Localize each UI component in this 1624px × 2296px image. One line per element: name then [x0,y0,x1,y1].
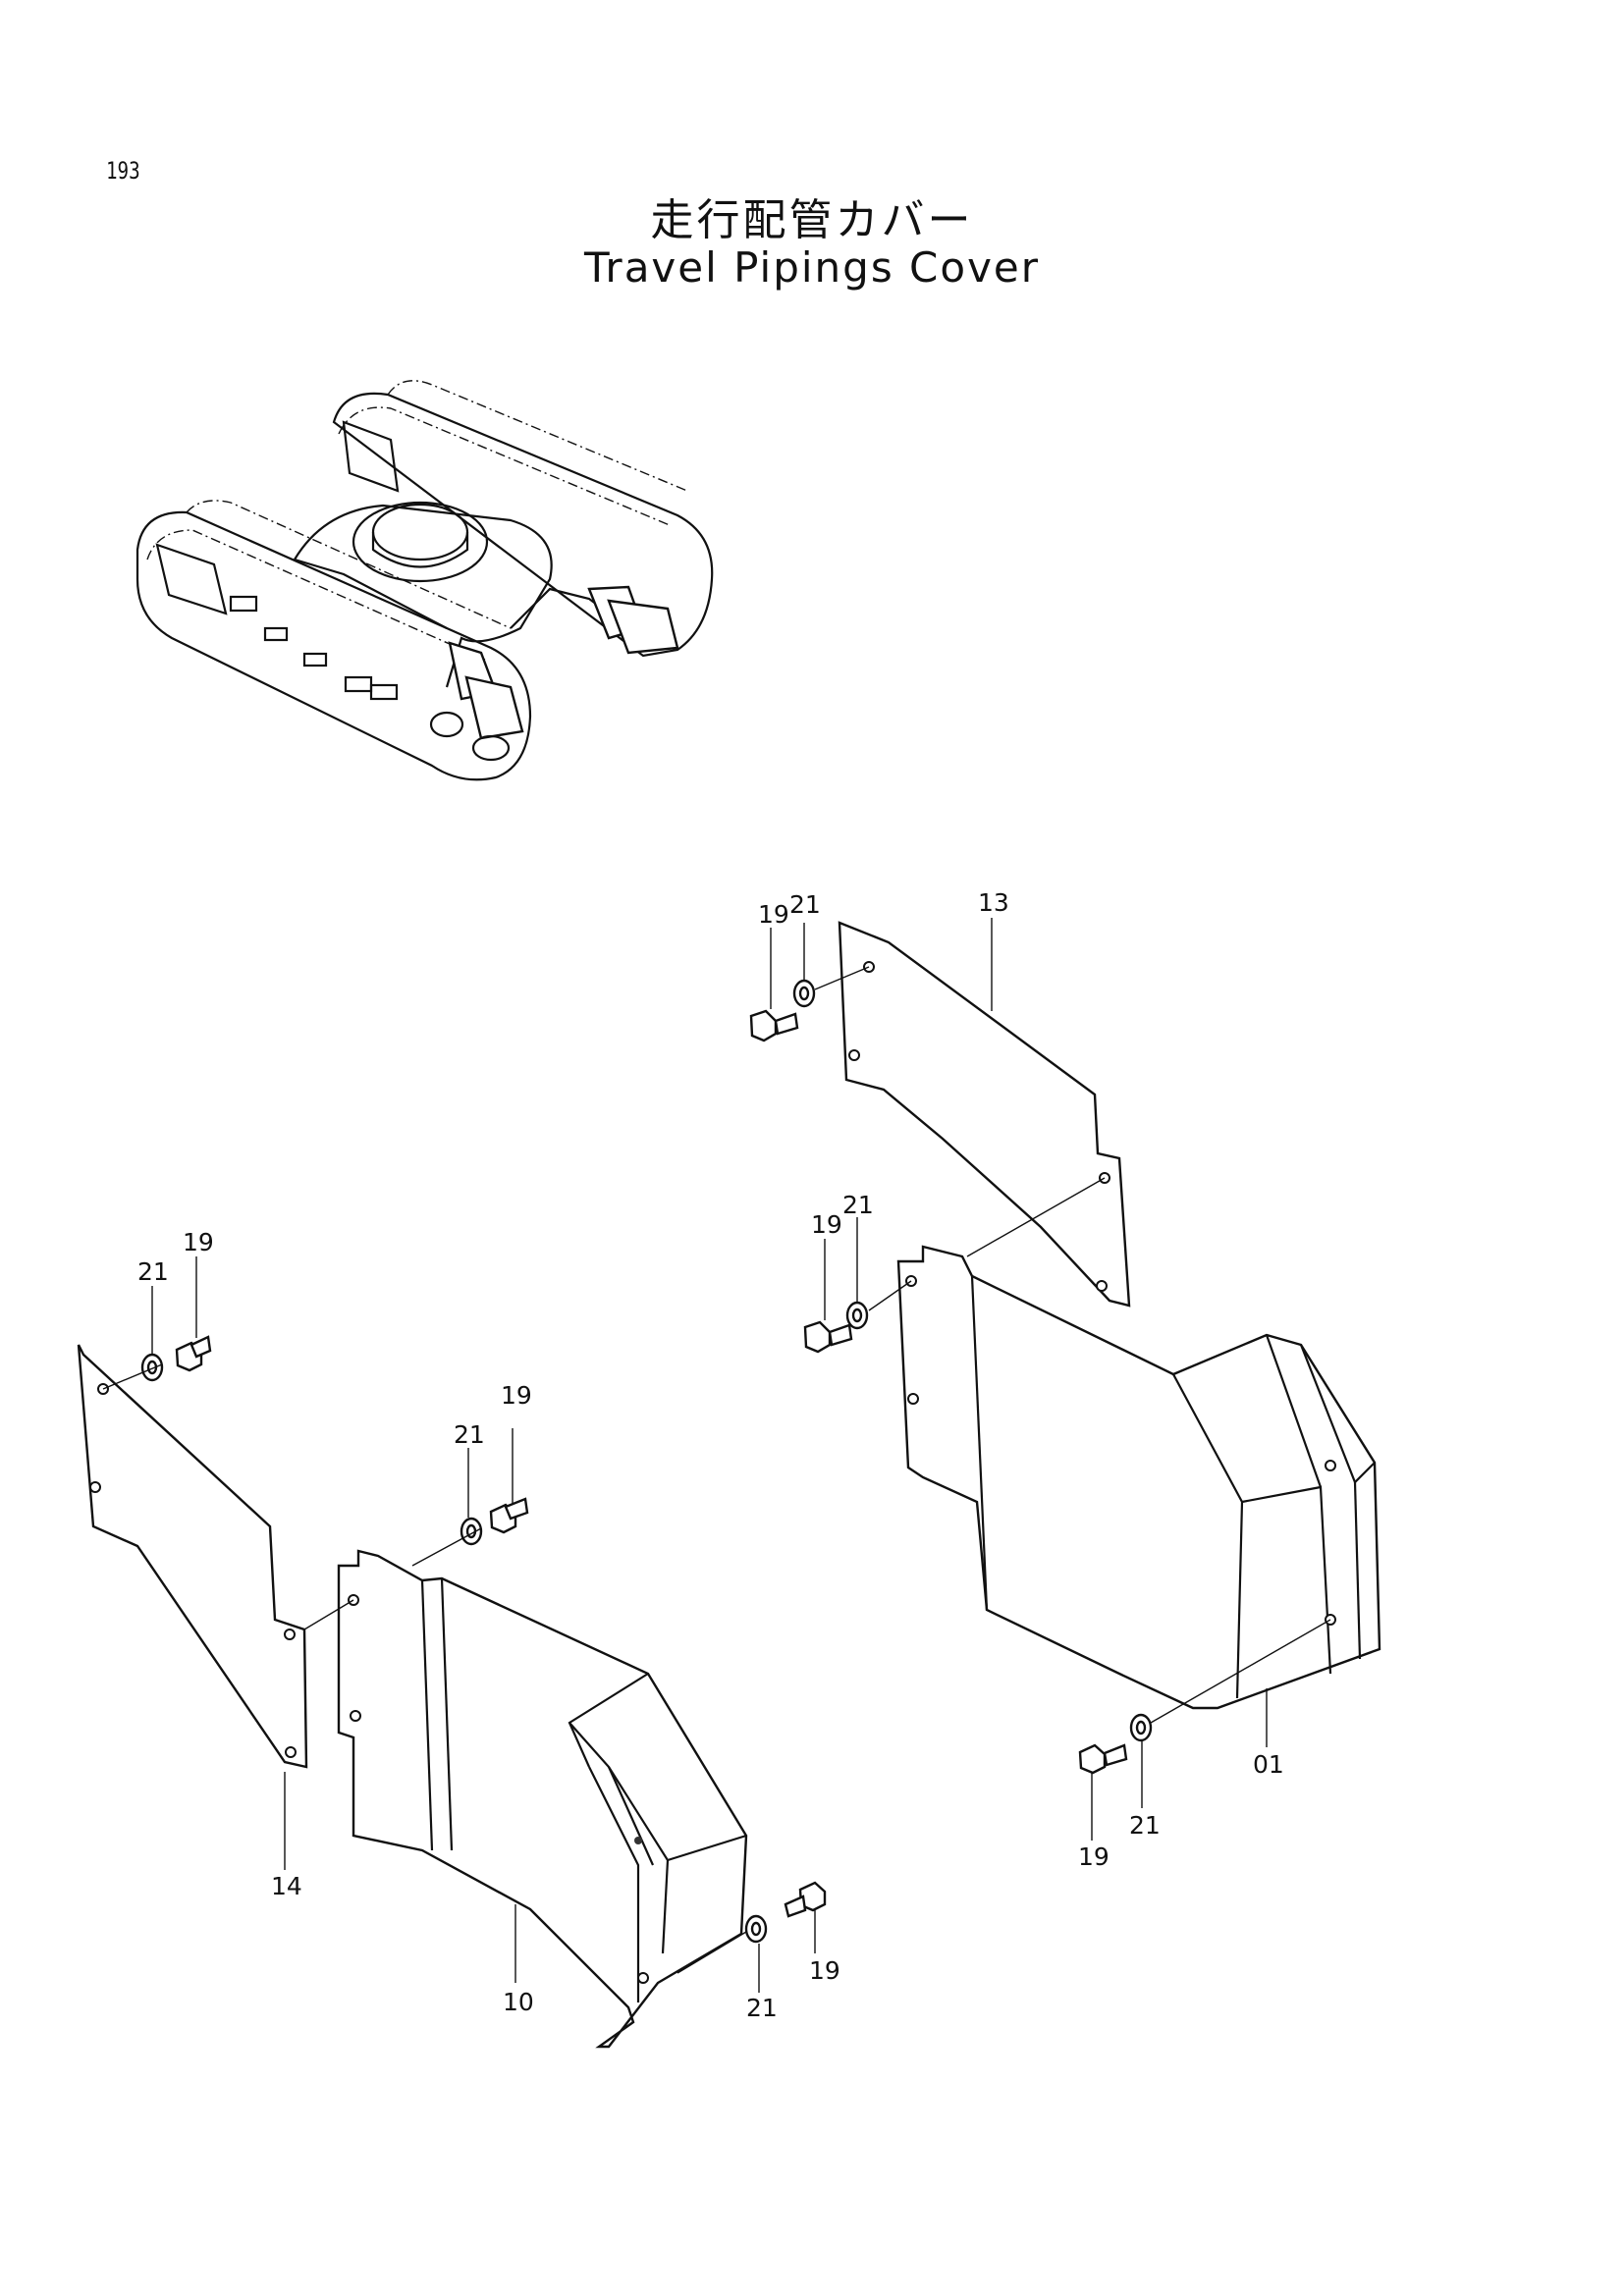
callout-19: 19 [183,1228,214,1256]
bolt-19-e [784,1881,827,1918]
callout-13: 13 [978,888,1009,917]
washer-21-c [140,1353,164,1382]
callout-19: 19 [1078,1842,1110,1871]
part-14-cover-plate [77,1344,308,1769]
bolt-19-d [489,1497,529,1534]
title-japanese: 走行配管カバー [650,195,974,245]
part-01-cover [896,1245,1381,1710]
callouts: 19 21 13 19 21 21 19 21 19 14 10 21 19 0… [137,888,1284,2022]
bolt-19-f [1078,1743,1128,1775]
callout-19: 19 [811,1210,842,1239]
fasteners [140,979,1153,1944]
bolt-19-b [803,1320,853,1354]
assembly-lines [102,966,1331,1974]
callout-10: 10 [503,1988,534,2016]
washer-21-e [744,1914,768,1944]
callout-01: 01 [1253,1750,1284,1779]
callout-14: 14 [271,1872,302,1900]
callout-19: 19 [758,900,789,929]
callout-21: 21 [454,1420,485,1449]
title-english: Travel Pipings Cover [583,243,1041,292]
undercarriage-overview [135,380,714,781]
callout-19: 19 [501,1381,532,1410]
callout-21: 21 [842,1191,874,1219]
part-10-cover [337,1549,748,2049]
washer-21-d [460,1517,483,1546]
washer-21-b [845,1301,869,1330]
washer-21-a [792,979,816,1008]
part-13-cover-plate [838,921,1131,1308]
bolt-19-a [749,1009,799,1042]
callout-21: 21 [1129,1811,1161,1840]
callout-21: 21 [789,890,821,919]
callout-21: 21 [746,1994,778,2022]
washer-21-f [1129,1713,1153,1742]
callout-19: 19 [809,1956,840,1985]
callout-21: 21 [137,1257,169,1286]
bolt-19-c [175,1335,212,1372]
page-number: 193 [106,157,140,185]
leader-lines [151,918,1268,1993]
